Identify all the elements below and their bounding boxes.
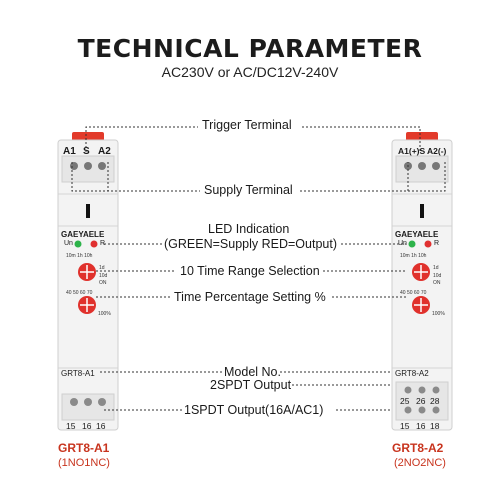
relay-left-terminal-16a: 16 bbox=[82, 421, 92, 431]
relay-left-terminal-a1: A1 bbox=[63, 146, 76, 157]
relay-right-led-r-label: R bbox=[434, 240, 440, 247]
relay-right-terminal-15: 15 bbox=[400, 421, 410, 431]
relay-right-terminal-26: 26 bbox=[416, 396, 426, 406]
svg-text:10m 1h 10h: 10m 1h 10h bbox=[400, 253, 427, 259]
caption-right-contacts: (2NO2NC) bbox=[394, 457, 446, 469]
callout-1spdt-output: 1SPDT Output(16A/AC1) bbox=[184, 403, 324, 417]
svg-text:1d: 1d bbox=[433, 265, 439, 271]
relay-right-terminal-a2: A2(-) bbox=[427, 146, 447, 156]
relay-left-led-un-label: Un bbox=[64, 240, 73, 247]
relay-right-terminal-a1-s: A1(+)S bbox=[398, 146, 426, 156]
caption-left-model: GRT8-A1 bbox=[58, 441, 110, 455]
relay-left-led-r-label: R bbox=[100, 240, 106, 247]
caption-right-model: GRT8-A2 bbox=[392, 441, 444, 455]
relay-left-model-print: GRT8-A1 bbox=[61, 369, 95, 378]
svg-text:10d: 10d bbox=[99, 273, 108, 279]
relay-left: 10m 1h 10h 1d 10d ON 40 50 60 70 100% bbox=[57, 132, 119, 431]
relay-left-terminal-16b: 16 bbox=[96, 421, 106, 431]
callout-2spdt-output: 2SPDT Output bbox=[210, 378, 292, 392]
callout-time-percentage: Time Percentage Setting % bbox=[174, 290, 326, 304]
svg-text:10m 1h 10h: 10m 1h 10h bbox=[66, 253, 93, 259]
callout-led-indication-title: LED Indication bbox=[208, 222, 290, 236]
relay-right-terminal-18: 18 bbox=[430, 421, 440, 431]
relay-right-model-print: GRT8-A2 bbox=[395, 369, 429, 378]
relay-right-brand: GAEYAELE bbox=[395, 230, 439, 239]
callout-led-indication-detail: (GREEN=Supply RED=Output) bbox=[164, 237, 337, 251]
svg-text:100%: 100% bbox=[432, 311, 445, 317]
relay-right: 10m 1h 10h 1d 10d ON 40 50 60 70 100% bbox=[391, 132, 453, 431]
relay-left-terminal-15: 15 bbox=[66, 421, 76, 431]
svg-text:ON: ON bbox=[99, 280, 107, 286]
relay-right-terminal-16: 16 bbox=[416, 421, 426, 431]
callout-model-no: Model No. bbox=[224, 365, 281, 379]
callout-trigger-terminal: Trigger Terminal bbox=[202, 118, 292, 132]
svg-text:ON: ON bbox=[433, 280, 441, 286]
relay-right-terminal-28: 28 bbox=[430, 396, 440, 406]
relay-right-terminal-25: 25 bbox=[400, 396, 410, 406]
caption-left-contacts: (1NO1NC) bbox=[58, 457, 110, 469]
voltage-subtitle: AC230V or AC/DC12V-240V bbox=[161, 64, 339, 80]
callout-time-range: 10 Time Range Selection bbox=[180, 264, 320, 278]
svg-text:100%: 100% bbox=[98, 311, 111, 317]
svg-text:40 50 60 70: 40 50 60 70 bbox=[400, 290, 427, 296]
callout-supply-terminal: Supply Terminal bbox=[204, 183, 293, 197]
svg-text:10d: 10d bbox=[433, 273, 442, 279]
relay-left-terminal-a2: A2 bbox=[98, 146, 111, 157]
svg-text:1d: 1d bbox=[99, 265, 105, 271]
svg-text:40 50 60 70: 40 50 60 70 bbox=[66, 290, 93, 296]
relay-left-brand: GAEYAELE bbox=[61, 230, 105, 239]
page-title: TECHNICAL PARAMETER bbox=[77, 34, 423, 63]
